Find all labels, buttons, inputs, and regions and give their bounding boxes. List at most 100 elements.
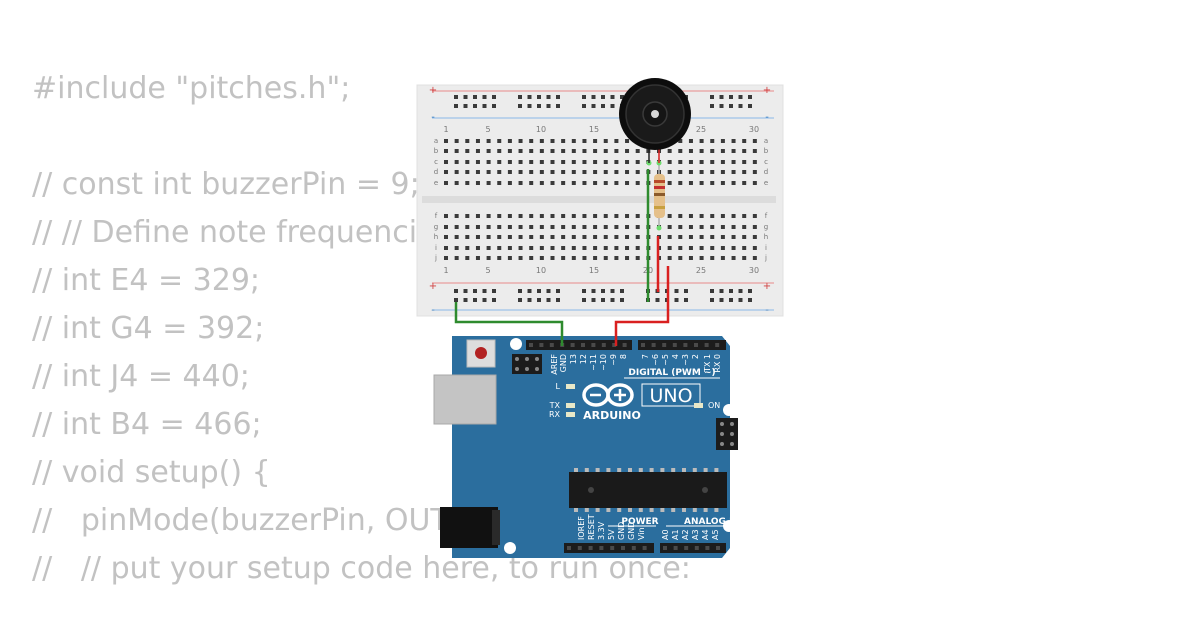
breadboard-hole bbox=[635, 256, 640, 260]
rail-minus-label: - bbox=[765, 112, 769, 123]
breadboard-hole bbox=[561, 246, 566, 250]
breadboard-hole bbox=[752, 139, 757, 143]
analog-pin-label: A3 bbox=[691, 529, 700, 540]
rail-plus-label: + bbox=[763, 281, 771, 292]
breadboard-hole bbox=[710, 170, 715, 174]
rail-hole bbox=[729, 95, 733, 99]
column-label: 30 bbox=[749, 125, 759, 134]
breadboard-hole bbox=[699, 235, 704, 239]
breadboard-hole bbox=[539, 235, 544, 239]
column-label: 1 bbox=[443, 266, 448, 275]
breadboard-hole bbox=[497, 256, 502, 260]
digital-pin-label: ~9 bbox=[609, 354, 618, 366]
breadboard-hole bbox=[465, 235, 470, 239]
rail-hole bbox=[610, 104, 615, 108]
breadboard-hole bbox=[625, 181, 630, 185]
rail-hole bbox=[738, 95, 743, 99]
rail-hole bbox=[473, 289, 477, 293]
breadboard-hole bbox=[731, 139, 736, 143]
rail-hole bbox=[591, 95, 596, 99]
rail-hole bbox=[591, 298, 596, 302]
breadboard-hole bbox=[465, 181, 470, 185]
breadboard-hole bbox=[582, 214, 587, 218]
digital-pin-label: ~10 bbox=[599, 354, 608, 371]
breadboard-hole bbox=[614, 139, 619, 143]
breadboard-hole bbox=[742, 214, 747, 218]
breadboard-hole bbox=[486, 225, 491, 229]
breadboard-hole bbox=[593, 160, 598, 164]
breadboard-hole bbox=[667, 170, 672, 174]
breadboard-hole bbox=[561, 225, 566, 229]
breadboard-hole bbox=[507, 235, 512, 239]
breadboard-hole bbox=[561, 149, 566, 153]
row-label: j bbox=[434, 254, 437, 262]
breadboard-hole bbox=[529, 170, 534, 174]
breadboard-hole bbox=[539, 225, 544, 229]
breadboard-hole bbox=[688, 246, 693, 250]
breadboard-hole bbox=[688, 214, 693, 218]
breadboard-hole bbox=[603, 246, 608, 250]
breadboard-hole bbox=[603, 225, 608, 229]
rail-hole bbox=[710, 104, 714, 108]
rail-minus-label: - bbox=[765, 305, 769, 316]
rail-hole bbox=[463, 104, 468, 108]
breadboard-hole bbox=[593, 149, 598, 153]
breadboard-hole bbox=[529, 181, 534, 185]
rail-hole bbox=[620, 289, 624, 293]
analog-in-label: ANALOG IN bbox=[684, 517, 740, 527]
breadboard-hole bbox=[625, 246, 630, 250]
breadboard: + + - - + + - - 1 5 10 15 20 25 30 1 5 1… bbox=[416, 84, 784, 317]
breadboard-hole bbox=[444, 256, 448, 260]
rail-hole bbox=[537, 289, 541, 293]
breadboard-hole bbox=[603, 181, 608, 185]
breadboard-hole bbox=[529, 139, 534, 143]
power-header bbox=[564, 543, 654, 553]
rail-hole bbox=[719, 298, 724, 302]
rail-hole bbox=[482, 95, 487, 99]
power-pin-label: GND bbox=[627, 522, 636, 540]
breadboard-hole bbox=[465, 256, 470, 260]
breadboard-hole bbox=[699, 170, 704, 174]
breadboard-hole bbox=[667, 256, 672, 260]
breadboard-hole bbox=[571, 160, 576, 164]
breadboard-hole bbox=[731, 235, 736, 239]
breadboard-hole bbox=[561, 214, 566, 218]
rail-hole bbox=[492, 95, 496, 99]
digital-pin-label: 12 bbox=[579, 354, 588, 364]
rail-hole bbox=[518, 289, 522, 293]
breadboard-hole bbox=[582, 149, 587, 153]
rail-hole bbox=[582, 298, 586, 302]
rail-hole bbox=[546, 298, 551, 302]
breadboard-hole bbox=[518, 181, 523, 185]
breadboard-hole bbox=[507, 139, 512, 143]
breadboard-hole bbox=[529, 256, 534, 260]
breadboard-hole bbox=[667, 246, 672, 250]
code-line: // int J4 = 440; bbox=[32, 359, 250, 394]
breadboard-hole bbox=[582, 246, 587, 250]
breadboard-hole bbox=[699, 246, 704, 250]
breadboard-hole bbox=[550, 235, 555, 239]
rail-hole bbox=[601, 104, 605, 108]
rail-hole bbox=[582, 95, 586, 99]
breadboard-hole bbox=[582, 256, 587, 260]
digital-pin-label: TX 1 bbox=[703, 354, 712, 373]
breadboard-hole bbox=[529, 149, 534, 153]
breadboard-hole bbox=[444, 225, 448, 229]
led-l-label: L bbox=[556, 382, 561, 391]
breadboard-hole bbox=[454, 139, 459, 143]
breadboard-hole bbox=[688, 256, 693, 260]
breadboard-hole bbox=[593, 235, 598, 239]
breadboard-hole bbox=[571, 181, 576, 185]
breadboard-hole bbox=[497, 170, 502, 174]
breadboard-hole bbox=[720, 160, 725, 164]
breadboard-hole bbox=[475, 246, 480, 250]
column-label: 10 bbox=[536, 125, 546, 134]
breadboard-hole bbox=[593, 246, 598, 250]
breadboard-hole bbox=[678, 225, 683, 229]
rail-hole bbox=[556, 298, 560, 302]
rail-hole bbox=[482, 104, 487, 108]
breadboard-hole bbox=[742, 149, 747, 153]
row-label: i bbox=[765, 244, 767, 252]
breadboard-hole bbox=[518, 160, 523, 164]
column-label: 5 bbox=[485, 125, 490, 134]
